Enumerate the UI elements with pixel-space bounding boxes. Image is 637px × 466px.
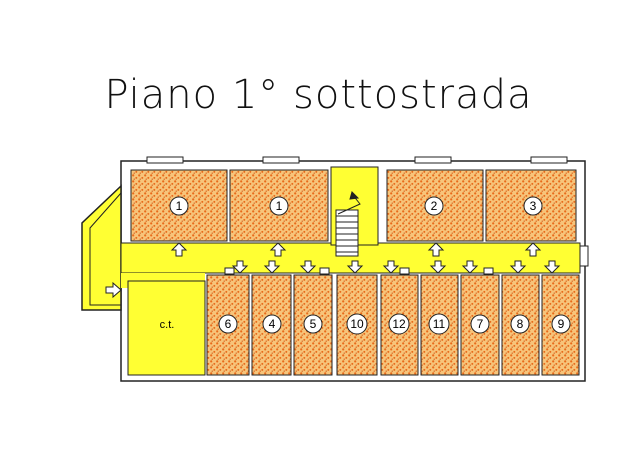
svg-text:9: 9 — [558, 317, 565, 331]
room-badge-bottom-4: 10 — [346, 313, 368, 335]
room-badge-bottom-1: 6 — [218, 314, 238, 334]
room-badge-top-2: 1 — [269, 196, 289, 216]
svg-text:11: 11 — [433, 317, 446, 331]
svg-text:2: 2 — [431, 199, 438, 213]
svg-text:3: 3 — [530, 199, 537, 213]
room-badge-bottom-9: 9 — [551, 314, 571, 334]
room-badge-bottom-2: 4 — [262, 314, 282, 334]
room-badge-bottom-6: 11 — [428, 313, 450, 335]
room-badge-bottom-7: 7 — [470, 314, 490, 334]
svg-text:4: 4 — [269, 317, 276, 331]
svg-text:12: 12 — [392, 317, 406, 331]
room-badge-bottom-8: 8 — [510, 314, 530, 334]
window-stubs — [146, 156, 568, 164]
svg-text:1: 1 — [176, 199, 183, 213]
svg-text:6: 6 — [225, 317, 232, 331]
boiler-room-label: c.t. — [160, 319, 175, 331]
room-badge-top-4: 3 — [523, 196, 543, 216]
svg-text:5: 5 — [310, 317, 317, 331]
entrance-arrow-icon — [105, 281, 122, 299]
room-badge-top-3: 2 — [424, 196, 444, 216]
door-arrow-icon — [231, 260, 561, 274]
room-badge-bottom-3: 5 — [303, 314, 323, 334]
room-badge-top-1: 1 — [169, 196, 189, 216]
svg-text:7: 7 — [477, 317, 484, 331]
door-arrow-icon — [170, 242, 542, 257]
svg-text:10: 10 — [350, 317, 364, 331]
staircase-icon — [335, 191, 361, 257]
svg-text:1: 1 — [276, 199, 283, 213]
page-title: Piano 1° sottostrada — [104, 72, 533, 118]
svg-text:8: 8 — [517, 317, 524, 331]
room-badge-bottom-5: 12 — [388, 313, 410, 335]
boiler-room — [127, 280, 206, 376]
